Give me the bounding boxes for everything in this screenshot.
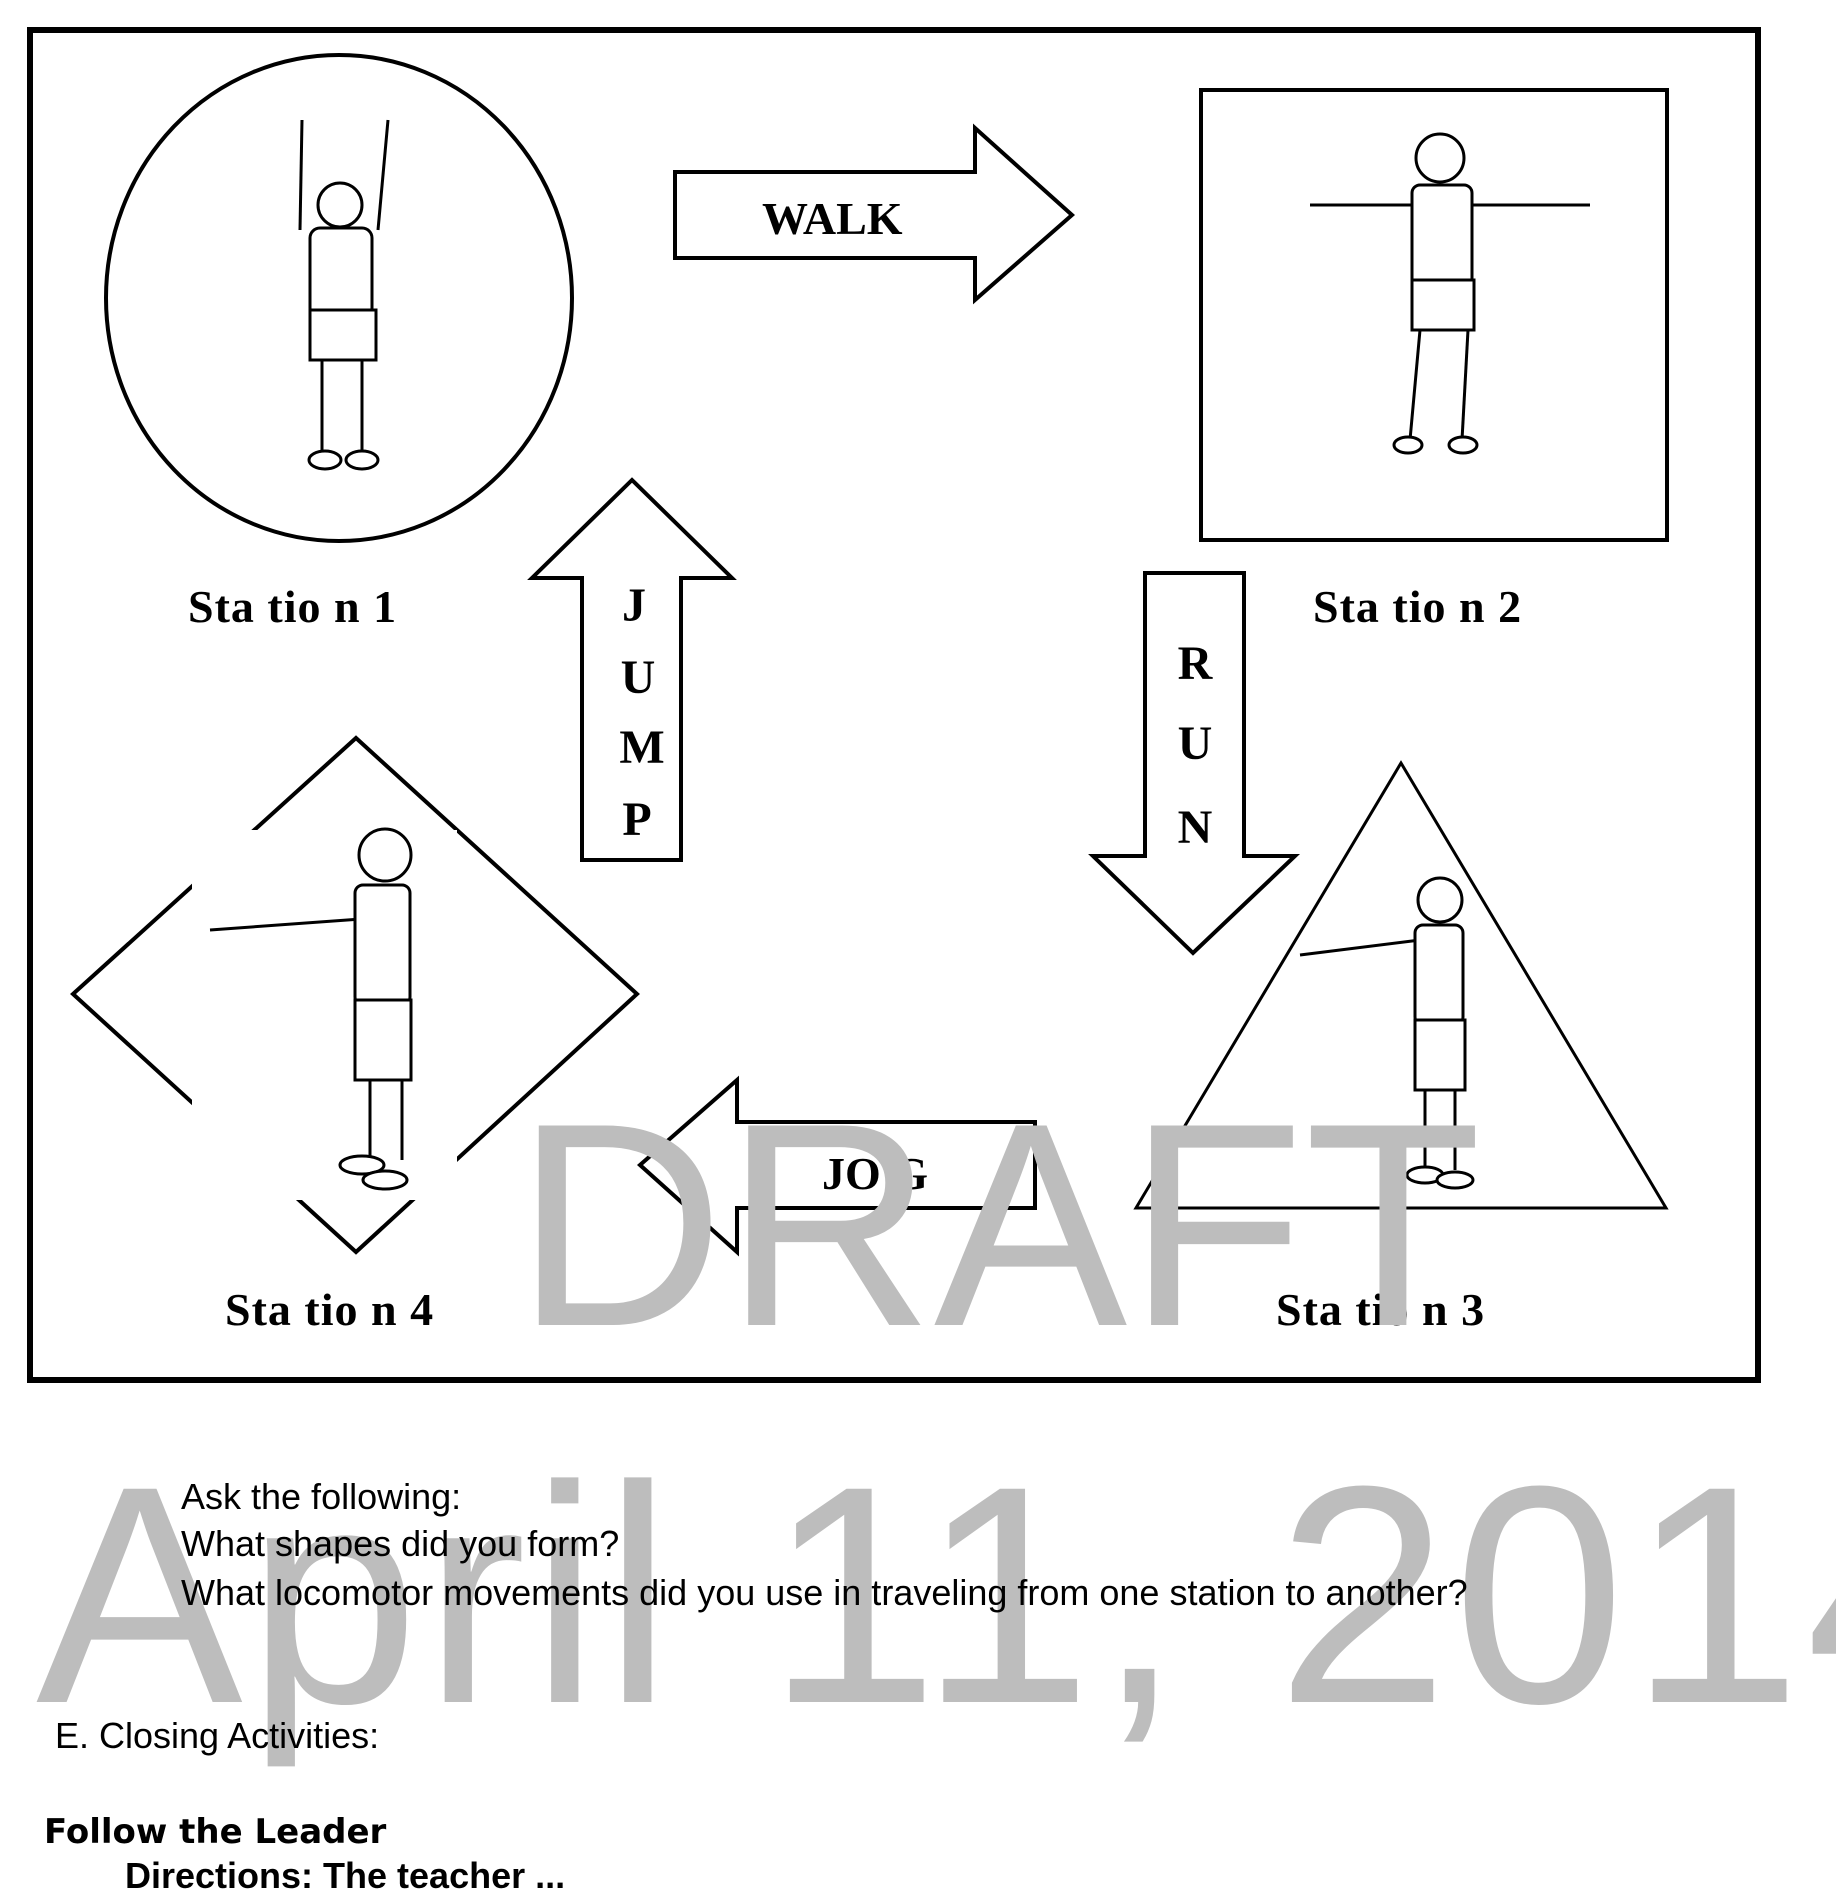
child-arms-forward-figure-4 [209,827,413,1191]
question-1: What shapes did you form? [181,1523,620,1564]
question-2: What locomotor movements did you use in … [181,1572,1468,1613]
draft-watermark: DRAFT [515,1063,1482,1387]
jump-letter-m: M [619,721,665,774]
jog-label: JO G [822,1148,929,1199]
stations-diagram-frame [27,27,1761,1383]
square-shape [1199,88,1669,542]
run-arrow [1088,571,1301,956]
run-letter-r: R [1177,637,1213,690]
diamond-shape [70,735,640,1255]
walk-arrow [673,123,1076,305]
activity-title: Follow the Leader [44,1812,387,1852]
jump-letter-p: P [622,793,652,846]
station-1-label: Sta tio n 1 [188,581,398,632]
questions-intro: Ask the following: [181,1476,462,1517]
circle-shape [104,53,574,543]
station-2-label: Sta tio n 2 [1313,581,1523,632]
walk-label: WALK [762,193,903,244]
run-letter-u: U [1177,717,1213,770]
jump-letter-u: U [620,651,656,704]
station-3-label: Sta tio n 3 [1276,1284,1486,1335]
station-4-label: Sta tio n 4 [225,1284,435,1335]
triangle-shape [1133,760,1669,1210]
child-arms-forward-figure-3 [1299,876,1475,1190]
jog-arrow [636,1075,1037,1257]
closing-heading: E. Closing Activities: [55,1715,380,1756]
jump-letter-j: J [622,579,646,632]
child-arms-sideways-figure [1310,132,1590,455]
run-letter-n: N [1177,801,1213,854]
date-watermark: April 11, 2014 [36,1421,1836,1768]
jump-arrow [527,477,737,862]
directions-text: Directions: The teacher ... [125,1855,566,1896]
stations-diagram [70,53,1669,1257]
child-arms-up-figure [298,119,390,471]
